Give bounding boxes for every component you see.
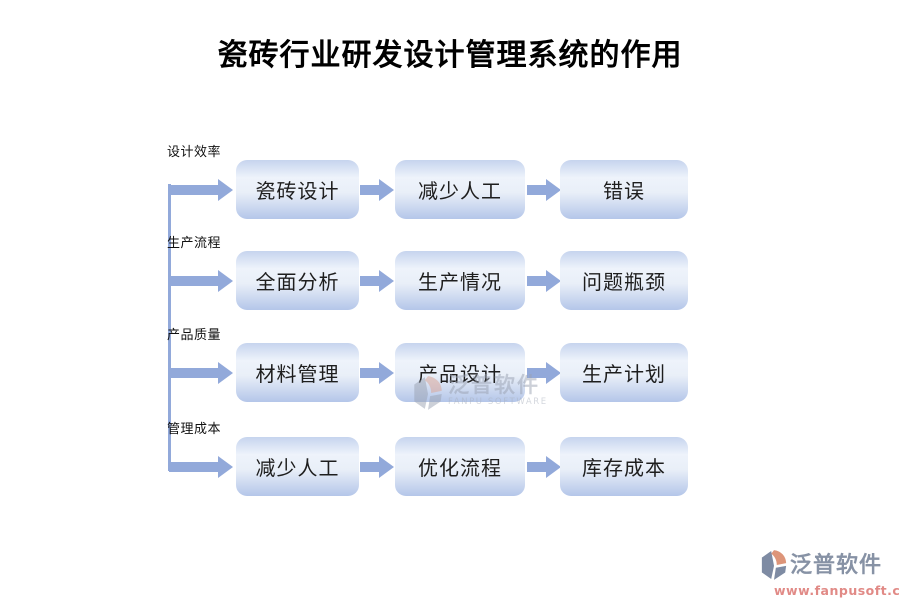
branch-label: 生产流程 xyxy=(167,236,222,251)
flow-row-2: 生产流程 全面分析 生产情况 问题瓶颈 xyxy=(0,236,900,310)
flow-box: 优化流程 xyxy=(395,437,525,496)
arrow-right-icon xyxy=(360,361,394,384)
flow-row-3: 产品质量 材料管理 产品设计 生产计划 xyxy=(0,328,900,402)
flow-box: 产品设计 xyxy=(395,343,525,402)
arrow-right-icon xyxy=(360,455,394,478)
flow-box: 材料管理 xyxy=(236,343,359,402)
branch-line xyxy=(168,184,171,471)
flow-box: 瓷砖设计 xyxy=(236,160,359,219)
footer-brand: 泛普软件 www.fanpusoft.com xyxy=(760,548,900,598)
flow-box: 问题瓶颈 xyxy=(560,251,688,310)
flow-box: 减少人工 xyxy=(236,437,359,496)
flow-box: 生产情况 xyxy=(395,251,525,310)
arrow-right-icon xyxy=(169,269,233,292)
flow-row-4: 管理成本 减少人工 优化流程 库存成本 xyxy=(0,422,900,496)
arrow-right-icon xyxy=(360,269,394,292)
flow-box: 库存成本 xyxy=(560,437,688,496)
arrow-right-icon xyxy=(527,178,561,201)
arrow-right-icon xyxy=(527,455,561,478)
arrow-right-icon xyxy=(169,178,233,201)
brand-url-text: www.fanpusoft.com xyxy=(774,583,900,598)
branch-label: 管理成本 xyxy=(167,422,222,437)
arrow-right-icon xyxy=(527,361,561,384)
arrow-right-icon xyxy=(360,178,394,201)
arrow-right-icon xyxy=(527,269,561,292)
branch-label: 产品质量 xyxy=(167,328,222,343)
fanpu-logo-icon xyxy=(760,548,788,582)
flow-box: 减少人工 xyxy=(395,160,525,219)
flow-row-1: 设计效率 瓷砖设计 减少人工 错误 xyxy=(0,145,900,219)
flow-box: 生产计划 xyxy=(560,343,688,402)
branch-label: 设计效率 xyxy=(167,145,222,160)
arrow-right-icon xyxy=(169,361,233,384)
flow-box: 错误 xyxy=(560,160,688,219)
arrow-right-icon xyxy=(169,455,233,478)
page-title: 瓷砖行业研发设计管理系统的作用 xyxy=(217,38,683,73)
brand-name-text: 泛普软件 xyxy=(790,552,883,578)
flow-box: 全面分析 xyxy=(236,251,359,310)
